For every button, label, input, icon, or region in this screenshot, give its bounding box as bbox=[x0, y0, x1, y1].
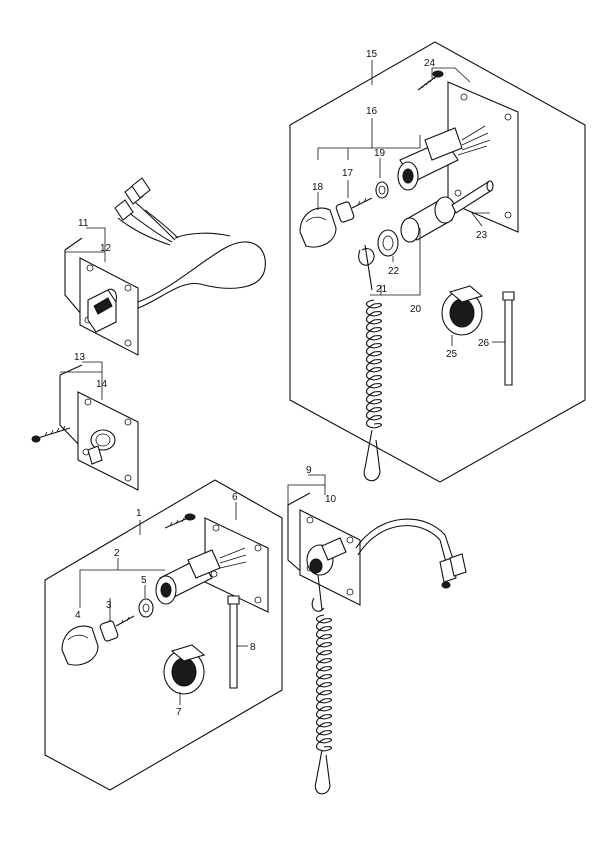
callout-2: 2 bbox=[114, 548, 120, 559]
screw-24 bbox=[417, 70, 444, 91]
callout-8: 8 bbox=[250, 642, 256, 653]
cap-25 bbox=[441, 285, 484, 336]
screw-13 bbox=[31, 425, 71, 443]
lanyard-10 bbox=[311, 574, 333, 795]
callout-1: 1 bbox=[136, 508, 142, 519]
callout-5: 5 bbox=[141, 575, 147, 586]
ring-19 bbox=[375, 181, 389, 199]
switch-14 bbox=[87, 429, 116, 465]
cap-7 bbox=[163, 644, 206, 695]
key-17 bbox=[335, 197, 373, 223]
nut-22 bbox=[377, 229, 399, 257]
callout-19: 19 bbox=[374, 148, 386, 159]
callout-11: 11 bbox=[78, 218, 89, 229]
callout-15: 15 bbox=[366, 49, 378, 60]
band-8 bbox=[227, 595, 240, 689]
callout-25: 25 bbox=[446, 349, 458, 360]
band-26 bbox=[502, 291, 515, 386]
cap-18 bbox=[299, 207, 337, 248]
callout-3: 3 bbox=[106, 600, 112, 611]
stop-switch-20 bbox=[400, 180, 494, 243]
callout-4: 4 bbox=[75, 610, 81, 621]
leader-lines bbox=[60, 60, 505, 705]
callout-18: 18 bbox=[312, 182, 324, 193]
callout-12: 12 bbox=[100, 243, 112, 254]
callout-23: 23 bbox=[476, 230, 488, 241]
callout-6: 6 bbox=[232, 492, 238, 503]
callout-26: 26 bbox=[478, 338, 490, 349]
callout-9: 9 bbox=[306, 465, 312, 476]
lanyard-21 bbox=[358, 244, 383, 482]
key-switch-16 bbox=[397, 125, 491, 191]
cap-4 bbox=[61, 625, 99, 666]
stop-switch-10 bbox=[306, 537, 347, 576]
callout-10: 10 bbox=[325, 494, 337, 505]
screw-1 bbox=[164, 513, 196, 529]
key-3 bbox=[99, 615, 135, 642]
callout-17: 17 bbox=[342, 168, 354, 179]
ring-5 bbox=[138, 598, 154, 618]
key-switch-2 bbox=[155, 547, 247, 605]
callout-16: 16 bbox=[366, 106, 378, 117]
callout-22: 22 bbox=[388, 266, 400, 277]
callout-24: 24 bbox=[424, 58, 436, 69]
callout-labels: 15 24 16 19 17 18 23 22 21 20 26 25 11 1… bbox=[74, 49, 490, 718]
harness-12-wires bbox=[114, 177, 266, 309]
harness-10-wires bbox=[355, 518, 467, 589]
callout-14: 14 bbox=[96, 379, 108, 390]
callout-20: 20 bbox=[410, 304, 422, 315]
switch-12 bbox=[87, 288, 117, 333]
callout-21: 21 bbox=[376, 284, 388, 295]
callout-7: 7 bbox=[176, 707, 182, 718]
assembly-15-panel bbox=[289, 41, 586, 483]
assembly-1-panel bbox=[44, 479, 283, 791]
callout-13: 13 bbox=[74, 352, 86, 363]
